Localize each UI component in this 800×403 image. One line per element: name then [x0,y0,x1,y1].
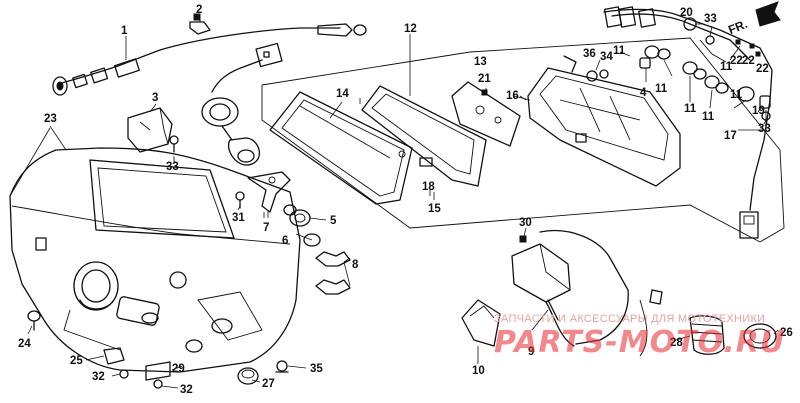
part-label-7: 7 [263,222,269,234]
part-label-10: 10 [472,365,485,377]
part-label-11f: 11 [730,89,743,101]
part-label-15: 15 [428,203,441,215]
part-label-18: 18 [422,181,435,193]
meter-relay-unit [127,107,173,153]
part-label-12: 12 [404,23,417,35]
part-label-33a: 33 [166,161,179,173]
boot-28 [689,315,725,355]
part-label-23: 23 [44,113,57,125]
part-label-16: 16 [506,90,519,102]
part-label-9: 9 [528,346,534,358]
screw-35 [275,360,289,373]
part-label-8: 8 [352,259,359,271]
bushing-5 [289,209,311,227]
part-label-22c: 22 [756,63,769,75]
part-label-14: 14 [336,88,349,100]
part-label-30: 30 [519,217,532,229]
part-label-4: 4 [640,87,647,99]
part-label-1: 1 [121,25,128,37]
part-label-3: 3 [152,92,158,104]
group-frame-12 [261,37,785,243]
leader-lines [9,14,779,389]
part-label-34: 34 [600,51,613,63]
switch-unit-9 [511,230,663,357]
clip-25 [103,347,125,365]
bracket-7 [247,171,291,213]
screw-32-a [119,369,129,379]
part-label-19: 19 [752,105,765,117]
meter-lens-14 [269,91,413,205]
watermark-caption: ЗАПЧАСТИ И АКСЕССУАРЫ ДЛЯ МОТОТЕХНИКИ [494,313,765,325]
screw-21 [481,89,488,96]
band-26 [743,323,777,349]
front-direction-arrow: FR. [726,1,781,37]
screw-31 [235,191,245,209]
watermark-brand: PARTS-MOTO.RU [494,325,785,360]
part-label-11c: 11 [684,103,697,115]
screw-32-b [153,379,163,389]
wing-nut-8 [315,251,351,295]
part-label-11e: 11 [720,61,733,73]
part-label-22b: 22 [742,55,755,67]
washer-6 [283,204,321,247]
screw-33-left [169,135,179,153]
cover-10 [461,299,501,347]
part-label-13: 13 [474,56,487,68]
grommet-27 [237,367,259,385]
circuit-board-13 [451,81,521,147]
part-label-29: 29 [172,363,185,375]
part-label-36: 36 [583,48,596,60]
meter-harness [201,42,283,166]
screws-22 [735,39,761,57]
part-label-21: 21 [478,73,491,85]
screw-30 [519,235,527,243]
meter-case-16 [527,55,681,187]
meter-visor-23 [9,147,301,373]
part-label-31: 31 [232,212,245,224]
nut-34 [599,69,609,79]
part-label-26: 26 [780,327,793,339]
front-direction-label: FR. [726,17,749,37]
watermark: ЗАПЧАСТИ И АКСЕССУАРЫ ДЛЯ МОТОТЕХНИКИ PA… [494,313,785,360]
part-label-20: 20 [680,7,693,19]
part-label-11b: 11 [655,83,668,95]
part-label-28: 28 [670,337,683,349]
part-label-17: 17 [724,130,737,142]
part-label-25: 25 [70,355,83,367]
part-label-11a: 11 [613,45,626,57]
part-label-32b: 32 [180,384,193,396]
screw-24 [27,310,41,331]
bulb-sockets-11 [644,45,755,102]
rubber-36 [586,70,598,82]
part-label-35: 35 [310,363,323,375]
part-label-33c: 33 [758,123,771,135]
part-label-27: 27 [262,378,275,390]
socket-4 [639,57,651,69]
part-label-24: 24 [18,338,31,350]
part-label-22a: 22 [730,55,743,67]
part-label-6: 6 [282,235,288,247]
part-label-33b: 33 [704,13,717,25]
meter-panel-15 [361,85,487,187]
socket-19 [759,95,771,109]
part-label-2: 2 [196,4,202,16]
part-label-5: 5 [330,215,337,227]
bracket-29 [145,361,171,381]
part-label-11d: 11 [702,111,715,123]
speedometer-cable [52,23,367,96]
part-labels: 1 2 3 4 5 6 7 8 9 10 11 11 11 11 11 11 1… [18,4,793,396]
part-label-32a: 32 [92,371,105,383]
